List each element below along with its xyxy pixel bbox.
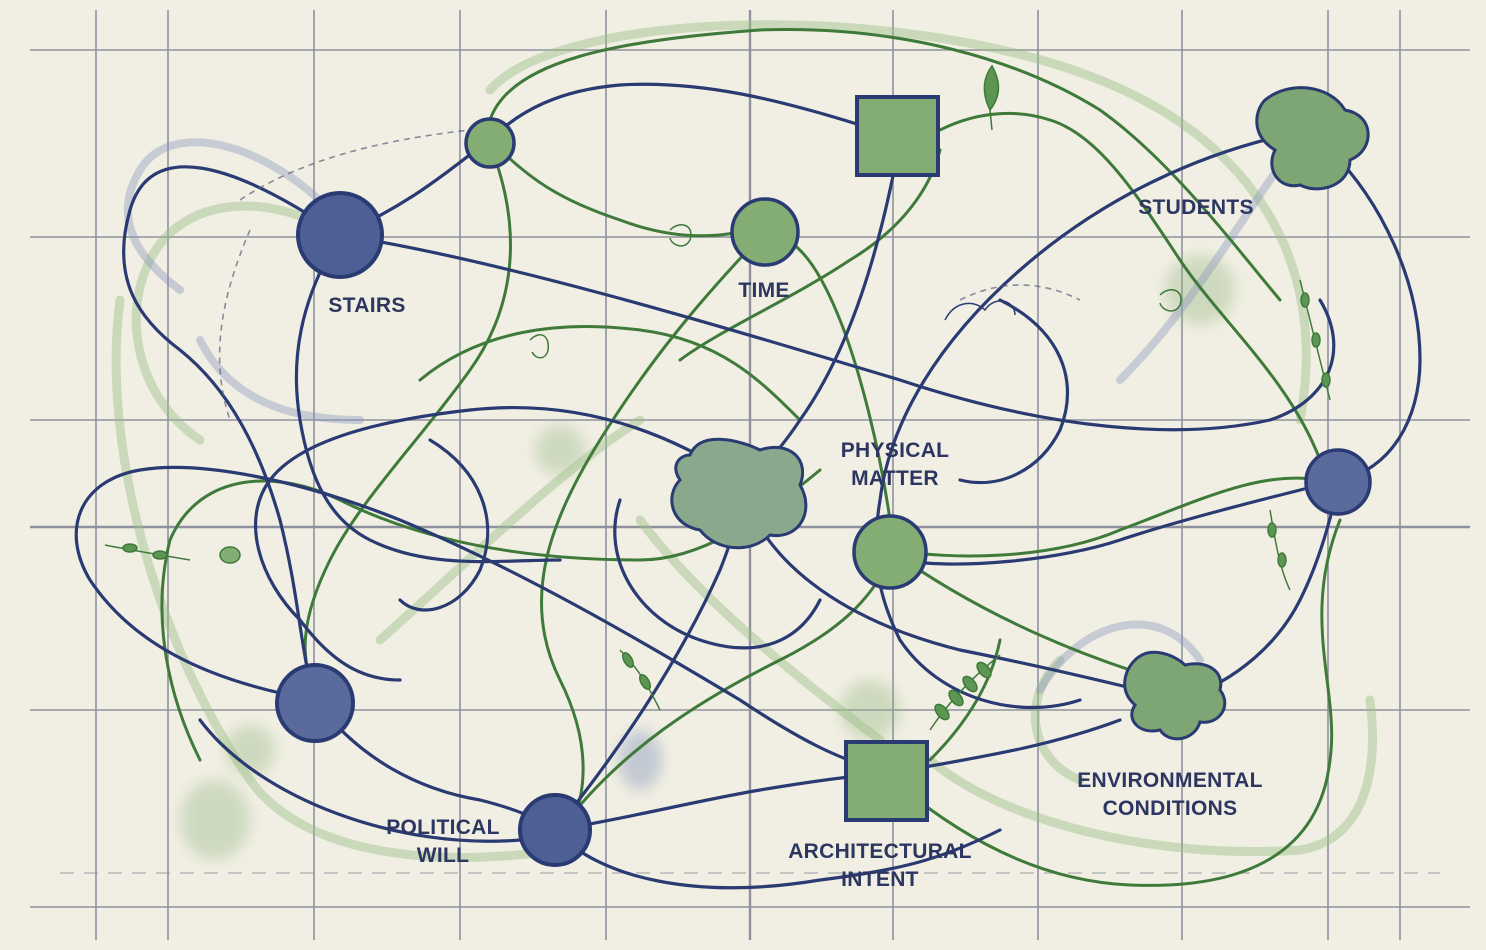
top-square-node (855, 95, 940, 177)
small-top-node (464, 117, 516, 169)
political-will-node (518, 793, 592, 867)
right-node (1304, 448, 1372, 516)
label-political-will: POLITICAL WILL (386, 816, 500, 867)
circle-nodes (275, 117, 1372, 867)
stairs-node (296, 191, 384, 279)
label-environmental-conditions: ENVIRONMENTAL CONDITIONS (1077, 769, 1263, 820)
top-right-blob (1255, 86, 1370, 191)
leaf-sprigs (104, 64, 1331, 731)
watercolor-washes (180, 255, 1235, 860)
center-blob (670, 437, 808, 550)
left-bottom-node (275, 663, 355, 743)
square-nodes (844, 95, 940, 822)
label-time: TIME (738, 279, 790, 302)
label-physical-matter: PHYSICAL MATTER (840, 439, 950, 490)
architectural-intent-node (844, 740, 929, 822)
environmental-blob (1123, 650, 1227, 741)
dashed-sketch-lines (218, 129, 1081, 421)
label-students: STUDENTS (1138, 196, 1254, 219)
time-node (730, 197, 800, 267)
label-stairs: STAIRS (328, 294, 406, 317)
blob-nodes (670, 86, 1370, 741)
label-architectural-intent: ARCHITECTURAL INTENT (788, 840, 972, 891)
physical-matter-node (852, 514, 928, 590)
